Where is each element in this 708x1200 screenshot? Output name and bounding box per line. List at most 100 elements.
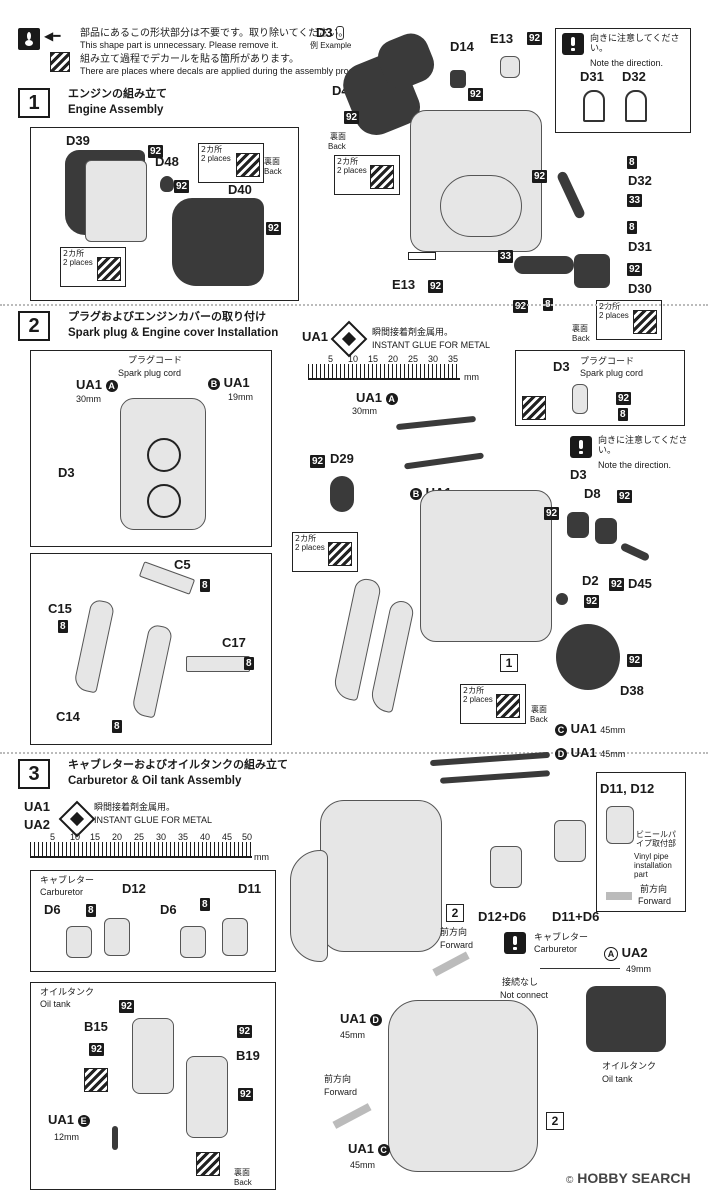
tag-d2: 92 xyxy=(584,595,600,608)
ruler-step2: 5 10 15 20 25 30 35 xyxy=(308,354,460,380)
two-places-jp-6: 2カ所 xyxy=(463,686,485,695)
tag-d39: 92 xyxy=(148,145,164,158)
back-label-en-1: Back xyxy=(264,167,282,176)
plug-cord-box-en: Spark plug cord xyxy=(580,368,644,378)
part-label-d31-box: D31 xyxy=(580,69,604,84)
oil-label-en: Oil tank xyxy=(40,999,71,1009)
hose-c-letter: C xyxy=(555,724,567,736)
forward-en-box: Forward xyxy=(638,896,672,906)
cord-b-length: 19mm xyxy=(228,392,254,402)
tag-d6-right: 8 xyxy=(200,898,210,911)
ruler-tick-5: 5 xyxy=(328,354,334,364)
ruler3-tick-15: 15 xyxy=(90,832,101,842)
cord-a-letter: A xyxy=(105,380,118,392)
tag-d29: 92 xyxy=(310,455,326,468)
tag-b15: 92 xyxy=(89,1043,105,1056)
part-label-d14: D14 xyxy=(450,39,474,54)
part-d2 xyxy=(556,593,568,605)
part-label-d48: D48 xyxy=(155,154,179,169)
part-label-d31: D31 xyxy=(628,239,652,254)
decal-icon-4 xyxy=(633,310,657,334)
part-label-e13-top: E13 xyxy=(490,31,514,46)
cord-a-label: UA1 xyxy=(76,377,103,392)
decal-icon-6 xyxy=(496,694,520,718)
glue-note-jp-step2: 瞬間接着剤金属用。 xyxy=(372,328,454,338)
engine-half-d40 xyxy=(172,198,264,286)
spark-plug-cord-b xyxy=(403,452,485,470)
frame-rail-step3 xyxy=(290,850,328,962)
ruler-tick-15: 15 xyxy=(368,354,379,364)
watermark-text: HOBBY SEARCH xyxy=(577,1170,691,1186)
decal-icon-3 xyxy=(370,165,394,189)
ruler-unit-step3: mm xyxy=(254,852,269,862)
back-label-en-2: Back xyxy=(328,142,346,151)
glue-code-ua1-step3: UA1 xyxy=(24,799,51,814)
two-places-en-6: 2 places xyxy=(463,695,493,704)
watermark: © HOBBY SEARCH xyxy=(566,1170,691,1187)
assy-ref-2: 2 xyxy=(446,904,464,922)
tag-c5: 8 xyxy=(200,579,210,592)
legend-example-part-icon xyxy=(336,26,344,40)
cord-a-main-label: UA1 xyxy=(356,390,383,405)
part-d8-right xyxy=(595,518,617,544)
decal-icon-5 xyxy=(328,542,352,566)
two-places-jp-2: 2カ所 xyxy=(63,249,85,258)
ruler3-tick-30: 30 xyxy=(156,832,167,842)
part-label-c14: C14 xyxy=(56,709,80,724)
decal-icon-1 xyxy=(236,153,260,177)
hose-c-label: UA1 xyxy=(570,721,597,736)
step-1-title-en: Engine Assembly xyxy=(68,104,164,116)
engine-block-step2 xyxy=(420,490,552,642)
tag-d8-a: 92 xyxy=(617,490,633,503)
step-3-number: 3 xyxy=(18,759,50,789)
frame-rail-right-step2 xyxy=(368,598,416,714)
ruler-bar-step2 xyxy=(308,364,460,380)
step-2-number: 2 xyxy=(18,311,50,341)
part-d45 xyxy=(619,542,651,562)
ruler-step3: 5 10 15 20 25 30 35 40 45 50 xyxy=(30,832,252,858)
ruler3-tick-45: 45 xyxy=(222,832,233,842)
section-divider-1 xyxy=(0,304,708,306)
not-connect-jp: 接続なし xyxy=(502,978,539,988)
hose-e xyxy=(112,1126,118,1150)
plug-cord-en: Spark plug cord xyxy=(118,368,182,378)
oil-main-jp: オイルタンク xyxy=(602,1062,657,1072)
back-label-jp-1: 裏面 xyxy=(264,157,280,166)
step-2-title-en: Spark plug & Engine cover Installation xyxy=(68,327,279,339)
forward-arrow-box xyxy=(606,892,632,900)
hose-e-label: UA1 xyxy=(48,1112,75,1127)
hose-e-letter: E xyxy=(77,1115,90,1127)
assy-ref-1: 1 xyxy=(500,654,518,672)
hose-c-lower-length: 45mm xyxy=(350,1160,376,1170)
forward-jp-1: 前方向 xyxy=(440,928,468,938)
two-places-jp-4: 2カ所 xyxy=(599,302,621,311)
tag-8-b: 8 xyxy=(627,221,637,234)
ruler3-tick-40: 40 xyxy=(200,832,211,842)
two-places-jp-5: 2カ所 xyxy=(295,534,317,543)
ruler3-tick-25: 25 xyxy=(134,832,145,842)
tag-d38: 92 xyxy=(627,654,643,667)
tag-b19-top: 92 xyxy=(237,1025,253,1038)
decal-icon-2 xyxy=(97,257,121,281)
tag-d49: 92 xyxy=(344,111,360,124)
part-label-d32: D32 xyxy=(628,173,652,188)
part-d48 xyxy=(160,176,174,192)
spark-plug-cord-a xyxy=(395,415,477,431)
tag-e13-bottom: 92 xyxy=(428,280,444,293)
vinyl-pipe-en: Vinyl pipe installation part xyxy=(634,852,672,880)
legend-shape-note-en: This shape part is unnecessary. Please r… xyxy=(80,40,279,50)
part-e13-bottom xyxy=(408,252,436,260)
part-label-d3-left: D3 xyxy=(58,465,75,480)
oil-tank-main xyxy=(586,986,666,1052)
engine-assembly-lower xyxy=(388,1000,538,1172)
cord-a-main-length: 30mm xyxy=(352,406,378,416)
part-label-d3-main: D3 xyxy=(570,467,587,482)
carburetor-d12 xyxy=(104,918,130,956)
cord-b-label: UA1 xyxy=(223,375,250,390)
cord-b-main-letter: B xyxy=(410,488,422,500)
back-label-en-5: Back xyxy=(234,1178,252,1187)
hose-e-code: UA1 E xyxy=(48,1112,90,1128)
tag-d14: 92 xyxy=(468,88,484,101)
ruler-tick-20: 20 xyxy=(388,354,399,364)
hose-d-upper xyxy=(439,770,551,784)
